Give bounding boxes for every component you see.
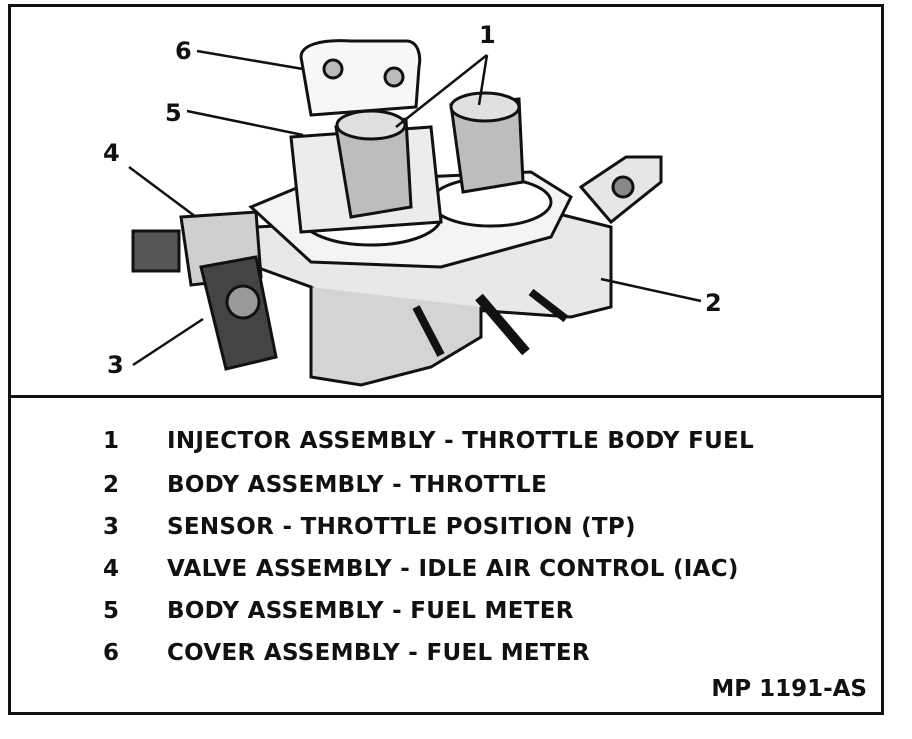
legend-item: 2 BODY ASSEMBLY - THROTTLE: [103, 468, 547, 502]
vacuum-port-3: [528, 288, 569, 323]
diagram-frame: 1 2 3 4 5 6 1 INJECTOR ASSEMBLY - THROTT…: [8, 4, 884, 715]
callout-5: 5: [165, 99, 182, 127]
tp-sensor-boss: [225, 284, 261, 320]
section-divider: [11, 395, 881, 398]
figure-id: MP 1191-AS: [711, 676, 867, 702]
throttle-body-lower: [309, 287, 483, 387]
leader-lines: [128, 49, 702, 367]
callout-1: 1: [479, 21, 496, 49]
callout-4: 4: [103, 139, 120, 167]
throttle-body-drawing: [131, 39, 663, 387]
legend-number: 4: [103, 556, 120, 582]
leader-1b: [477, 54, 489, 106]
callout-2: 2: [705, 289, 722, 317]
legend-number: 3: [103, 514, 120, 540]
legend-number: 2: [103, 472, 120, 498]
vacuum-port-2: [475, 293, 530, 356]
legend-item: 6 COVER ASSEMBLY - FUEL METER: [103, 636, 590, 670]
legend-number: 6: [103, 640, 120, 666]
leader-4: [128, 165, 197, 219]
throttle-body-illustration: [128, 39, 702, 387]
iac-connector: [131, 229, 181, 273]
legend-number: 1: [103, 428, 120, 454]
cover-bolt-1: [322, 58, 344, 80]
leader-6: [196, 49, 304, 71]
legend-label: VALVE ASSEMBLY - IDLE AIR CONTROL (IAC): [167, 556, 739, 582]
parts-legend: 1 INJECTOR ASSEMBLY - THROTTLE BODY FUEL…: [11, 398, 881, 712]
legend-number: 5: [103, 598, 120, 624]
callout-3: 3: [107, 351, 124, 379]
legend-label: INJECTOR ASSEMBLY - THROTTLE BODY FUEL: [167, 428, 755, 454]
legend-item: 1 INJECTOR ASSEMBLY - THROTTLE BODY FUEL: [103, 424, 754, 458]
leader-1a: [395, 54, 488, 128]
legend-label: SENSOR - THROTTLE POSITION (TP): [167, 514, 636, 540]
legend-label: COVER ASSEMBLY - FUEL METER: [167, 640, 590, 666]
legend-label: BODY ASSEMBLY - THROTTLE: [167, 472, 548, 498]
injector-right-top: [449, 91, 521, 123]
throttle-stud: [611, 175, 635, 199]
cover-bolt-2: [383, 66, 405, 88]
legend-item: 5 BODY ASSEMBLY - FUEL METER: [103, 594, 574, 628]
leader-3: [132, 317, 204, 367]
leader-2: [600, 277, 702, 303]
legend-item: 3 SENSOR - THROTTLE POSITION (TP): [103, 510, 636, 544]
legend-label: BODY ASSEMBLY - FUEL METER: [167, 598, 574, 624]
legend-item: 4 VALVE ASSEMBLY - IDLE AIR CONTROL (IAC…: [103, 552, 739, 586]
vacuum-port-1: [412, 305, 445, 357]
leader-5: [186, 109, 304, 137]
injector-left-top: [335, 109, 407, 141]
callout-6: 6: [175, 37, 192, 65]
